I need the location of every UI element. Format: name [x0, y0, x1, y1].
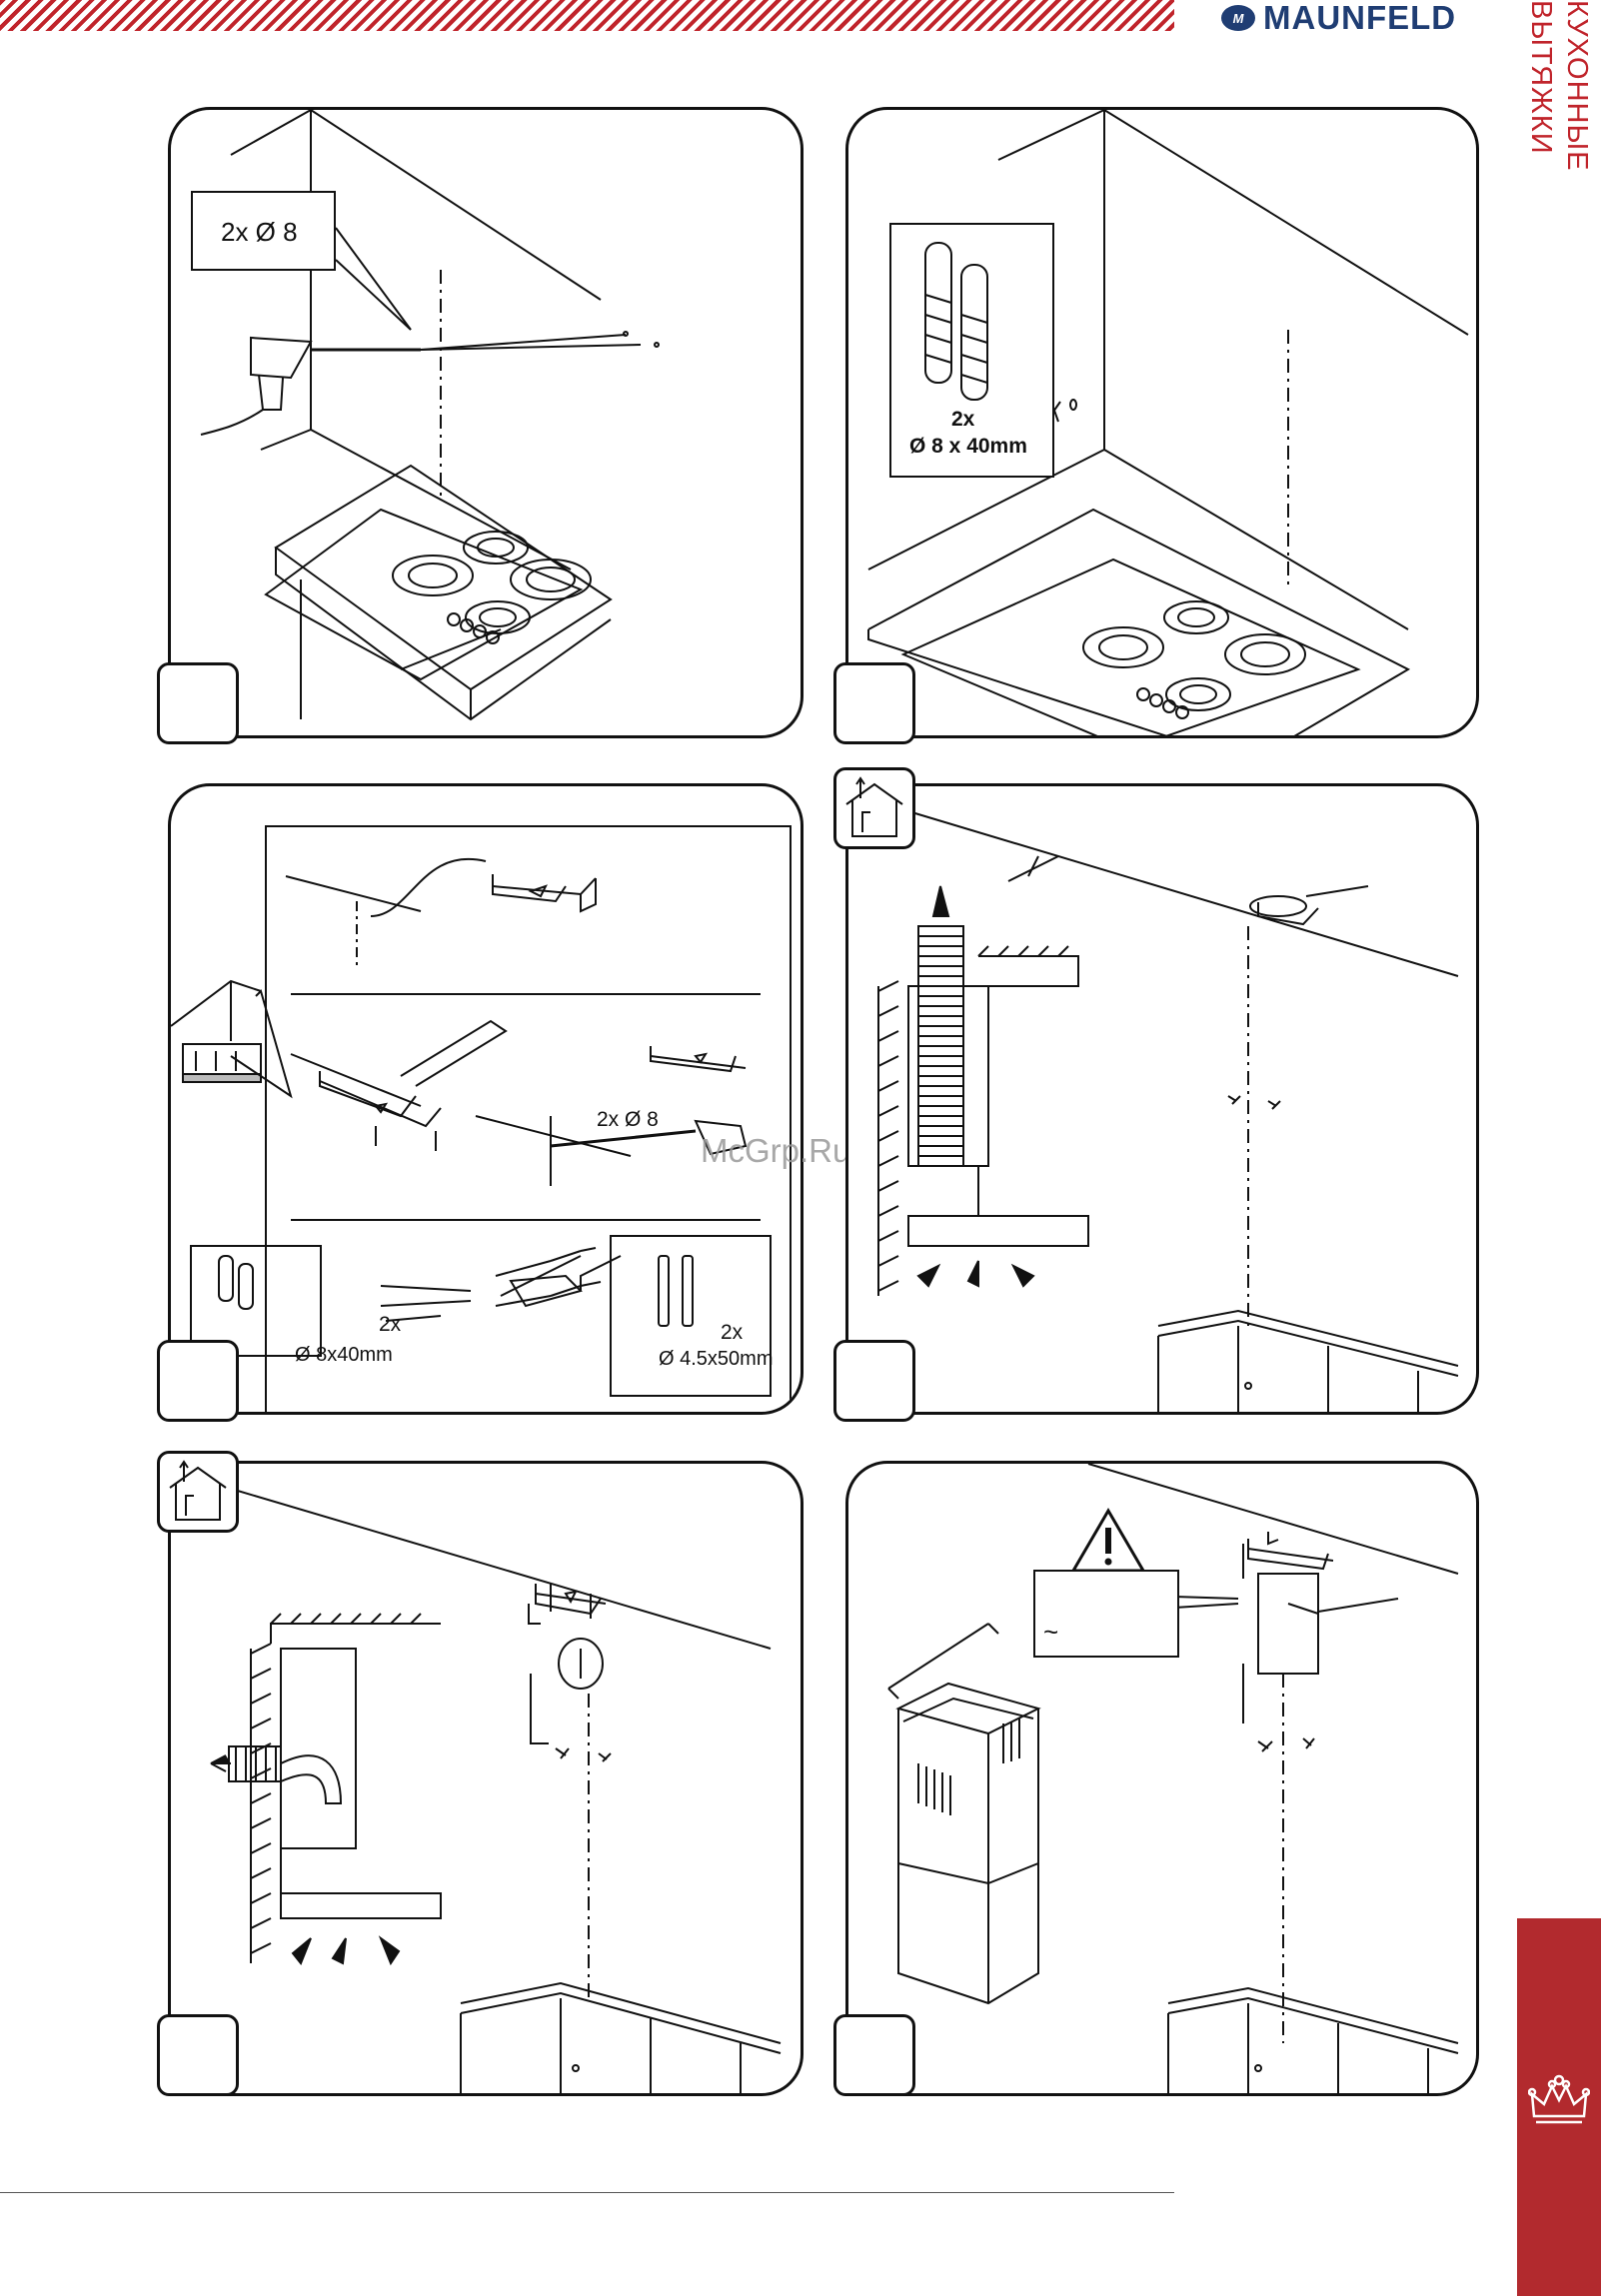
plug-qty: 2x [379, 1313, 401, 1337]
header-hatch-bar [0, 0, 1174, 31]
side-title: КУХОННЫЕ ВЫТЯЖКИ [1559, 0, 1595, 320]
panel-step-3: 2x Ø 8 2x Ø 8x40mm 2x Ø 4.5x50mm [168, 783, 803, 1415]
wall-plug-size: Ø 8 x 40mm [909, 435, 1027, 459]
warning-callout: ~ [1033, 1570, 1179, 1658]
panel-4-drawing [848, 786, 1476, 1412]
step-box-4-house-icon [833, 767, 915, 849]
screw-qty: 2x [721, 1321, 743, 1345]
step-box-5 [157, 2014, 239, 2096]
panel-5-drawing [171, 1464, 800, 2093]
brand-name: MAUNFELD [1263, 0, 1456, 37]
wall-plug-icon [891, 225, 1056, 405]
brand: M MAUNFELD [1221, 0, 1501, 36]
panel-6-drawing [848, 1464, 1476, 2093]
step-box-5-house-icon [157, 1451, 239, 1533]
house-exhaust-icon [836, 770, 912, 846]
step-box-4 [833, 1340, 915, 1422]
plug-size: Ø 8x40mm [295, 1344, 393, 1367]
step-box-3 [157, 1340, 239, 1422]
drill-label: 2x Ø 8 [597, 1108, 659, 1132]
bottom-rule [0, 2192, 1174, 2193]
crown-icon [1528, 2072, 1590, 2132]
step-box-6 [833, 2014, 915, 2096]
panel-step-2: 2x Ø 8 x 40mm [845, 107, 1479, 738]
house-exhaust-icon [160, 1454, 236, 1530]
panel-step-4 [845, 783, 1479, 1415]
step-box-1 [157, 662, 239, 744]
drill-callout: 2x Ø 8 [191, 191, 336, 271]
brand-logo-icon: M [1221, 5, 1255, 31]
wall-plug-callout: 2x Ø 8 x 40mm [889, 223, 1054, 478]
panel-3-drawing [171, 786, 800, 1412]
drill-callout-text: 2x Ø 8 [221, 217, 298, 248]
wall-plug-qty: 2x [951, 408, 974, 432]
screw-size: Ø 4.5x50mm [659, 1348, 773, 1371]
warning-icon [1068, 1506, 1148, 1576]
panel-step-1: 2x Ø 8 [168, 107, 803, 738]
watermark: McGrp.Ru [701, 1132, 850, 1170]
warning-callout-text: ~ [1043, 1617, 1058, 1648]
step-box-2 [833, 662, 915, 744]
panel-step-5 [168, 1461, 803, 2096]
panel-step-6: ~ [845, 1461, 1479, 2096]
